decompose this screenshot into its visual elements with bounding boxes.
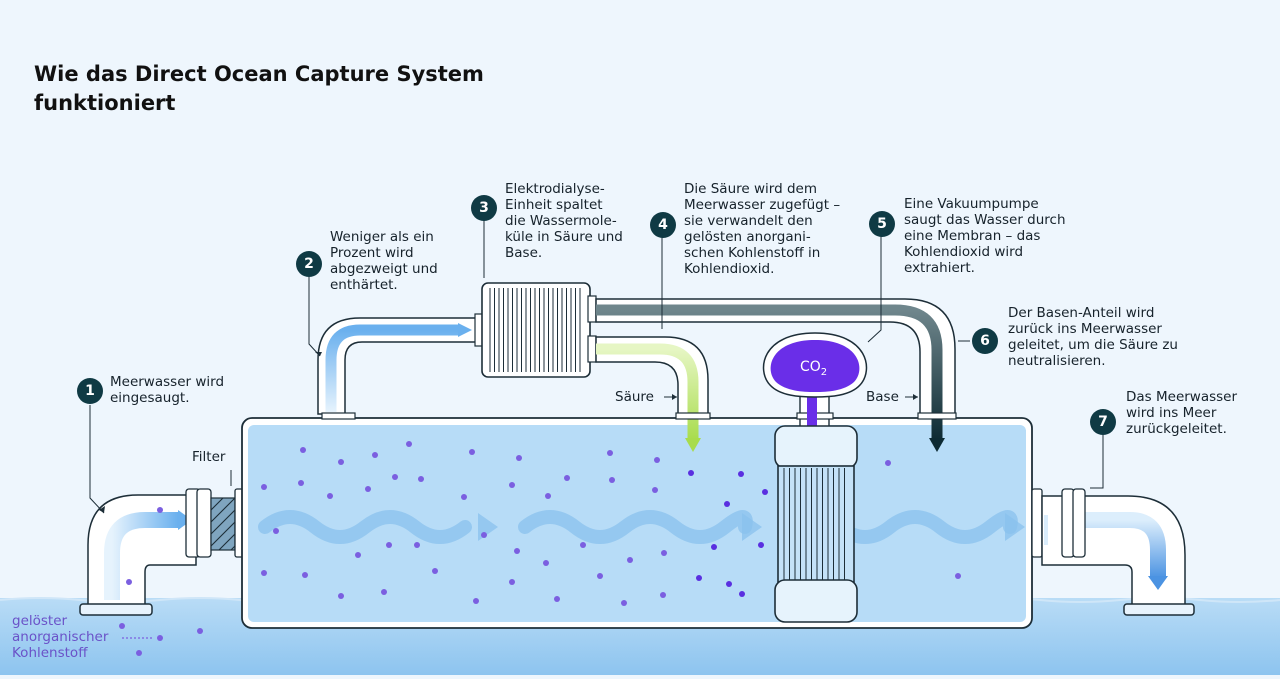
dic-dot: [738, 471, 744, 477]
dic-dot: [696, 575, 702, 581]
dic-dot: [302, 572, 308, 578]
dic-dot: [545, 493, 551, 499]
step-badge-3: 3: [471, 195, 497, 221]
dic-dot: [597, 573, 603, 579]
dic-dot: [660, 592, 666, 598]
step-badge-7: 7: [1090, 409, 1116, 435]
dic-dot: [126, 579, 132, 585]
dic-dot: [509, 579, 515, 585]
dic-dot: [758, 542, 764, 548]
dic-dot: [724, 501, 730, 507]
step-text-5: Eine Vakuumpumpe saugt das Wasser durch …: [904, 196, 1066, 276]
dic-dot: [621, 600, 627, 606]
dic-dot: [273, 528, 279, 534]
base-pipe: [595, 298, 957, 452]
dic-dot: [392, 474, 398, 480]
dic-dot: [609, 477, 615, 483]
dic-dot: [688, 470, 694, 476]
dic-dot: [338, 593, 344, 599]
dic-dot: [543, 560, 549, 566]
step-text-4: Die Säure wird dem Meerwasser zugefügt –…: [684, 181, 841, 277]
dic-dot: [157, 507, 163, 513]
dic-dot: [461, 494, 467, 500]
step-badge-2: 2: [296, 251, 322, 277]
dic-dot: [481, 532, 487, 538]
dic-dot: [514, 548, 520, 554]
step-badge-6: 6: [972, 328, 998, 354]
step-badge-1: 1: [77, 378, 103, 404]
dic-dot: [261, 484, 267, 490]
acid-label: Säure: [615, 389, 654, 405]
dic-dot: [652, 487, 658, 493]
branch-pipe: [317, 317, 477, 420]
dic-dot: [607, 450, 613, 456]
dic-dot: [726, 581, 732, 587]
dic-dot: [711, 544, 717, 550]
dic-dot: [355, 552, 361, 558]
co2-label: CO2: [800, 359, 827, 378]
outlet-pipe: [1031, 488, 1195, 616]
dic-dot: [580, 542, 586, 548]
dic-dots: [126, 441, 961, 606]
dic-dot: [564, 475, 570, 481]
dic-dot: [414, 542, 420, 548]
dic-dot: [654, 457, 660, 463]
step-text-3: Elektrodialyse-Einheit spaltet die Wasse…: [505, 181, 623, 261]
page-title: Wie das Direct Ocean Capture System funk…: [34, 62, 484, 115]
dic-dot: [762, 489, 768, 495]
filter-label: Filter: [192, 449, 226, 465]
dic-dot: [469, 449, 475, 455]
acid-pipe: [595, 336, 711, 452]
dic-dot: [473, 598, 479, 604]
dic-dot: [432, 568, 438, 574]
co2-collector: CO2: [762, 332, 868, 398]
dic-dot: [554, 596, 560, 602]
dic-dot: [739, 591, 745, 597]
step-badge-4: 4: [650, 212, 676, 238]
dic-dot: [386, 542, 392, 548]
dic-dot: [298, 480, 304, 486]
dic-dot: [627, 557, 633, 563]
step-text-7: Das Meerwasser wird ins Meer zurückgelei…: [1126, 389, 1238, 437]
step-badge-5: 5: [869, 211, 895, 237]
dic-dot: [381, 589, 387, 595]
dic-dot: [327, 493, 333, 499]
step-text-6: Der Basen-Anteil wird zurück ins Meerwas…: [1008, 305, 1178, 369]
leader-lines: [89, 218, 1104, 514]
membrane-column: [774, 378, 858, 623]
dic-dot: [661, 550, 667, 556]
dic-dot: [885, 460, 891, 466]
dic-dot: [406, 441, 412, 447]
legend-dots: [119, 623, 203, 656]
dic-dot: [418, 476, 424, 482]
dic-dot: [955, 573, 961, 579]
dic-dot: [509, 482, 515, 488]
dic-dot: [372, 452, 378, 458]
intake-pipe: [79, 488, 212, 616]
dic-dot: [300, 447, 306, 453]
dic-dot: [261, 570, 267, 576]
dic-dot: [516, 455, 522, 461]
electrodialysis-unit: [474, 282, 597, 378]
base-label: Base: [866, 389, 899, 405]
dic-dot: [338, 459, 344, 465]
legend-dic-label: gelöster anorganischer Kohlenstoff: [12, 613, 109, 661]
dic-dot: [365, 486, 371, 492]
step-text-2: Weniger als ein Prozent wird abgezweigt …: [330, 229, 438, 293]
step-text-1: Meerwasser wird eingesaugt.: [110, 374, 225, 406]
filter: [210, 470, 244, 558]
